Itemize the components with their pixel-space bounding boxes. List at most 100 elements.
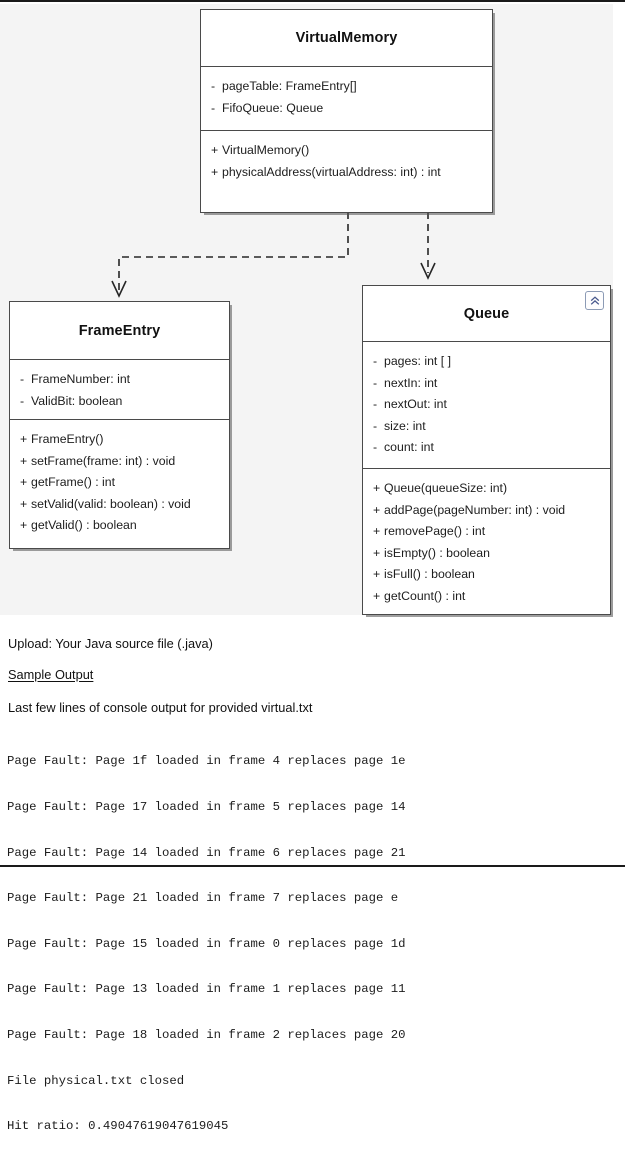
console-line: Page Fault: Page 18 loaded in frame 2 re…: [7, 1028, 406, 1043]
attributes-compartment-frameentry: -FrameNumber: int -ValidBit: boolean: [10, 359, 229, 419]
class-header-frameentry: FrameEntry: [10, 302, 229, 359]
visibility-marker: -: [20, 372, 25, 386]
operation-row: +setValid(valid: boolean) : void: [20, 494, 219, 516]
visibility-marker: +: [20, 453, 28, 468]
operations-compartment-virtualmemory: +VirtualMemory() +physicalAddress(virtua…: [201, 130, 492, 214]
console-line: Page Fault: Page 21 loaded in frame 7 re…: [7, 891, 399, 906]
visibility-marker: -: [211, 100, 216, 115]
operation-text: getValid() : boolean: [31, 518, 137, 532]
attribute-text: nextOut: int: [384, 397, 447, 411]
console-output: Page Fault: Page 1f loaded in frame 4 re…: [7, 724, 405, 1165]
double-chevron-up-icon[interactable]: [585, 291, 604, 310]
uml-class-queue[interactable]: Queue -pages: int [ ] -nextIn: int -next…: [362, 285, 611, 615]
dependency-arrowhead-queue: [420, 262, 436, 280]
operation-text: physicalAddress(virtualAddress: int) : i…: [222, 164, 441, 179]
console-line: Page Fault: Page 15 loaded in frame 0 re…: [7, 936, 406, 951]
operation-row: +FrameEntry(): [20, 429, 219, 451]
visibility-marker: -: [373, 418, 378, 433]
operation-row: +VirtualMemory(): [211, 140, 482, 162]
console-line: Hit ratio: 0.49047619047619045: [7, 1119, 229, 1134]
visibility-marker: -: [373, 397, 378, 411]
document-page: VirtualMemory -pageTable: FrameEntry[] -…: [0, 0, 625, 1133]
visibility-marker: -: [20, 393, 25, 408]
class-name-queue: Queue: [463, 305, 510, 322]
operation-row: +Queue(queueSize: int): [373, 478, 600, 500]
attribute-text: nextIn: int: [384, 375, 438, 390]
attribute-row: -pageTable: FrameEntry[]: [211, 76, 482, 98]
operation-row: +isFull() : boolean: [373, 564, 600, 586]
operations-compartment-queue: +Queue(queueSize: int) +addPage(pageNumb…: [363, 468, 610, 616]
operation-text: isFull() : boolean: [384, 567, 475, 581]
visibility-marker: +: [211, 143, 219, 157]
operation-row: +getValid() : boolean: [20, 515, 219, 537]
console-line: Page Fault: Page 13 loaded in frame 1 re…: [7, 982, 406, 997]
visibility-marker: +: [373, 545, 381, 560]
attribute-row: -count: int: [373, 437, 600, 459]
operation-text: FrameEntry(): [31, 432, 104, 446]
operation-text: Queue(queueSize: int): [384, 481, 508, 495]
sample-output-heading: Sample Output: [8, 667, 94, 682]
visibility-marker: +: [373, 588, 381, 603]
attribute-row: -nextIn: int: [373, 373, 600, 395]
operation-text: setValid(valid: boolean) : void: [31, 496, 191, 511]
visibility-marker: -: [373, 354, 378, 368]
visibility-marker: +: [20, 432, 28, 446]
visibility-marker: +: [373, 524, 381, 538]
attributes-compartment-virtualmemory: -pageTable: FrameEntry[] -FifoQueue: Que…: [201, 66, 492, 130]
dependency-line-frameentry: [118, 212, 349, 291]
console-line: Page Fault: Page 14 loaded in frame 6 re…: [7, 845, 406, 860]
visibility-marker: +: [373, 481, 381, 495]
attribute-text: FrameNumber: int: [31, 372, 131, 386]
operation-text: getCount() : int: [384, 588, 466, 603]
class-name-virtualmemory: VirtualMemory: [295, 30, 398, 46]
uml-class-frameentry[interactable]: FrameEntry -FrameNumber: int -ValidBit: …: [9, 301, 230, 549]
class-header-virtualmemory: VirtualMemory: [201, 10, 492, 66]
attribute-row: -FrameNumber: int: [20, 369, 219, 391]
class-name-frameentry: FrameEntry: [78, 322, 161, 339]
attributes-compartment-queue: -pages: int [ ] -nextIn: int -nextOut: i…: [363, 341, 610, 468]
operation-row: +removePage() : int: [373, 521, 600, 543]
attribute-row: -pages: int [ ]: [373, 351, 600, 373]
visibility-marker: +: [373, 502, 381, 517]
dependency-arrowhead-frameentry: [111, 280, 127, 298]
operation-row: +setFrame(frame: int) : void: [20, 451, 219, 473]
attribute-row: -FifoQueue: Queue: [211, 98, 482, 120]
operation-text: getFrame() : int: [31, 475, 116, 489]
attribute-text: count: int: [384, 440, 434, 454]
visibility-marker: +: [20, 496, 28, 511]
visibility-marker: +: [211, 164, 219, 179]
operation-text: removePage() : int: [384, 524, 486, 538]
attribute-text: ValidBit: boolean: [31, 393, 123, 408]
visibility-marker: +: [20, 518, 28, 532]
visibility-marker: -: [373, 440, 378, 454]
operation-row: +addPage(pageNumber: int) : void: [373, 500, 600, 522]
upload-instruction: Upload: Your Java source file (.java): [8, 636, 213, 651]
uml-class-virtualmemory[interactable]: VirtualMemory -pageTable: FrameEntry[] -…: [200, 9, 493, 213]
operation-row: +getFrame() : int: [20, 472, 219, 494]
operation-row: +isEmpty() : boolean: [373, 543, 600, 565]
attribute-row: -ValidBit: boolean: [20, 391, 219, 413]
visibility-marker: +: [373, 567, 381, 581]
attribute-text: FifoQueue: Queue: [222, 100, 324, 115]
operation-text: VirtualMemory(): [222, 143, 310, 157]
operation-text: setFrame(frame: int) : void: [31, 453, 176, 468]
visibility-marker: +: [20, 475, 28, 489]
operation-row: +physicalAddress(virtualAddress: int) : …: [211, 162, 482, 184]
visibility-marker: -: [211, 79, 216, 93]
operation-text: isEmpty() : boolean: [384, 545, 490, 560]
uml-class-diagram: VirtualMemory -pageTable: FrameEntry[] -…: [0, 4, 613, 615]
attribute-row: -nextOut: int: [373, 394, 600, 416]
visibility-marker: -: [373, 375, 378, 390]
attribute-row: -size: int: [373, 416, 600, 438]
console-line: File physical.txt closed: [7, 1073, 185, 1088]
attribute-text: pages: int [ ]: [384, 354, 451, 368]
operation-text: addPage(pageNumber: int) : void: [384, 502, 566, 517]
console-line: Page Fault: Page 17 loaded in frame 5 re…: [7, 800, 406, 815]
class-header-queue: Queue: [363, 286, 610, 341]
operations-compartment-frameentry: +FrameEntry() +setFrame(frame: int) : vo…: [10, 419, 229, 550]
operation-row: +getCount() : int: [373, 586, 600, 608]
console-line: Page Fault: Page 1f loaded in frame 4 re…: [7, 754, 406, 769]
attribute-text: pageTable: FrameEntry[]: [222, 79, 357, 93]
console-caption: Last few lines of console output for pro…: [8, 700, 313, 715]
attribute-text: size: int: [384, 418, 426, 433]
